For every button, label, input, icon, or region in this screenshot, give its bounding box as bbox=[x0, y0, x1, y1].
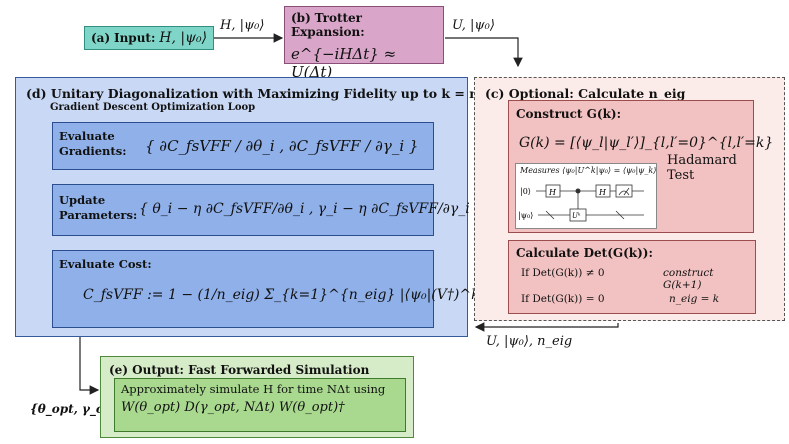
trotter-tag: (b) bbox=[291, 11, 311, 25]
hadamard-circuit: Measures ⟨ψ₀|U^k|ψ₀⟩ = ⟨ψ₀|ψ_k⟩ |0⟩ |ψ₀⟩… bbox=[515, 163, 657, 229]
rule1-cond: If Det(G(k)) ≠ 0 bbox=[521, 267, 605, 279]
trotter-title: Trotter Expansion: bbox=[291, 11, 365, 39]
trotter-math: e^{−iHΔt} ≈ U(Δt) bbox=[291, 45, 397, 81]
svg-text:H: H bbox=[548, 188, 557, 197]
update-box: Update Parameters: { θ_i − η ∂C_fsVFF/∂θ… bbox=[52, 184, 483, 236]
input-tag: (a) bbox=[91, 31, 111, 45]
calc-title: Calculate Det(G(k)): bbox=[516, 246, 653, 260]
h-gate-2 bbox=[595, 184, 611, 198]
cost-math: C_fsVFF := 1 − (1/n_eig) Σ_{k=1}^{n_eig}… bbox=[83, 287, 554, 303]
svg-text:|0⟩: |0⟩ bbox=[520, 187, 531, 196]
arrow-diag-to-output bbox=[79, 337, 100, 395]
svg-text:|ψ₀⟩: |ψ₀⟩ bbox=[518, 211, 533, 220]
output-line2: W(θ_opt) D(γ_opt, NΔt) W(θ_opt)† bbox=[121, 400, 345, 415]
diag-title: (d) Unitary Diagonalization with Maximiz… bbox=[26, 86, 515, 101]
arrow-bc-label: U, |ψ₀⟩ bbox=[452, 18, 495, 33]
arrow-optional-to-diag bbox=[474, 322, 619, 332]
cost-box: Evaluate Cost: C_fsVFF := 1 − (1/n_eig) … bbox=[52, 250, 553, 328]
svg-text:Uᵏ: Uᵏ bbox=[572, 212, 581, 220]
diag-subtitle: Gradient Descent Optimization Loop bbox=[50, 102, 256, 113]
input-title: Input: bbox=[113, 31, 156, 45]
rule2-cond: If Det(G(k)) = 0 bbox=[521, 293, 605, 305]
construct-box: Construct G(k): G(k) = [⟨ψ_l|ψ_l′⟩]_{l,l… bbox=[508, 100, 773, 233]
gradients-box: Evaluate Gradients: { ∂C_fsVFF / ∂θ_i , … bbox=[52, 122, 434, 170]
output-inner: Approximately simulate H for time NΔt us… bbox=[114, 378, 406, 432]
update-math: { θ_i − η ∂C_fsVFF/∂θ_i , γ_i − η ∂C_fsV… bbox=[139, 201, 484, 217]
hadamard-label: Hadamard Test bbox=[667, 153, 737, 183]
rule2-result: n_eig = k bbox=[669, 293, 720, 305]
cost-label: Evaluate Cost: bbox=[59, 257, 152, 271]
update-label: Update Parameters: bbox=[59, 193, 138, 222]
gradients-math: { ∂C_fsVFF / ∂θ_i , ∂C_fsVFF / ∂γ_i } bbox=[145, 137, 419, 155]
arrow-ab-label: H, |ψ₀⟩ bbox=[220, 18, 265, 33]
arrow-cd-label: U, |ψ₀⟩, n_eig bbox=[486, 334, 573, 349]
output-line1: Approximately simulate H for time NΔt us… bbox=[121, 382, 386, 396]
svg-text:H: H bbox=[598, 188, 607, 197]
u-k-gate bbox=[569, 208, 587, 222]
trotter-box: (b) Trotter Expansion: e^{−iHΔt} ≈ U(Δt) bbox=[284, 6, 444, 81]
input-math: H, |ψ₀⟩ bbox=[159, 30, 208, 46]
construct-math: G(k) = [⟨ψ_l|ψ_l′⟩]_{l,l′=0}^{l,l′=k} bbox=[519, 135, 774, 151]
arrow-trotter-to-optional bbox=[445, 37, 523, 68]
gradients-label: Evaluate Gradients: bbox=[59, 129, 127, 158]
circuit-diagram: |0⟩ |ψ₀⟩ H Uᵏ H bbox=[518, 184, 644, 222]
optional-title: (c) Optional: Calculate n_eig bbox=[485, 86, 686, 101]
circuit-caption: Measures ⟨ψ₀|U^k|ψ₀⟩ = ⟨ψ₀|ψ_k⟩ bbox=[520, 166, 657, 175]
construct-title: Construct G(k): bbox=[516, 107, 621, 121]
h-gate-1 bbox=[545, 184, 561, 198]
input-box: (a) Input: H, |ψ₀⟩ bbox=[84, 26, 214, 50]
output-title: (e) Output: Fast Forwarded Simulation bbox=[109, 363, 370, 377]
rule1-result: construct G(k+1) bbox=[663, 267, 714, 291]
calc-box: Calculate Det(G(k)): If Det(G(k)) ≠ 0 co… bbox=[508, 240, 756, 314]
